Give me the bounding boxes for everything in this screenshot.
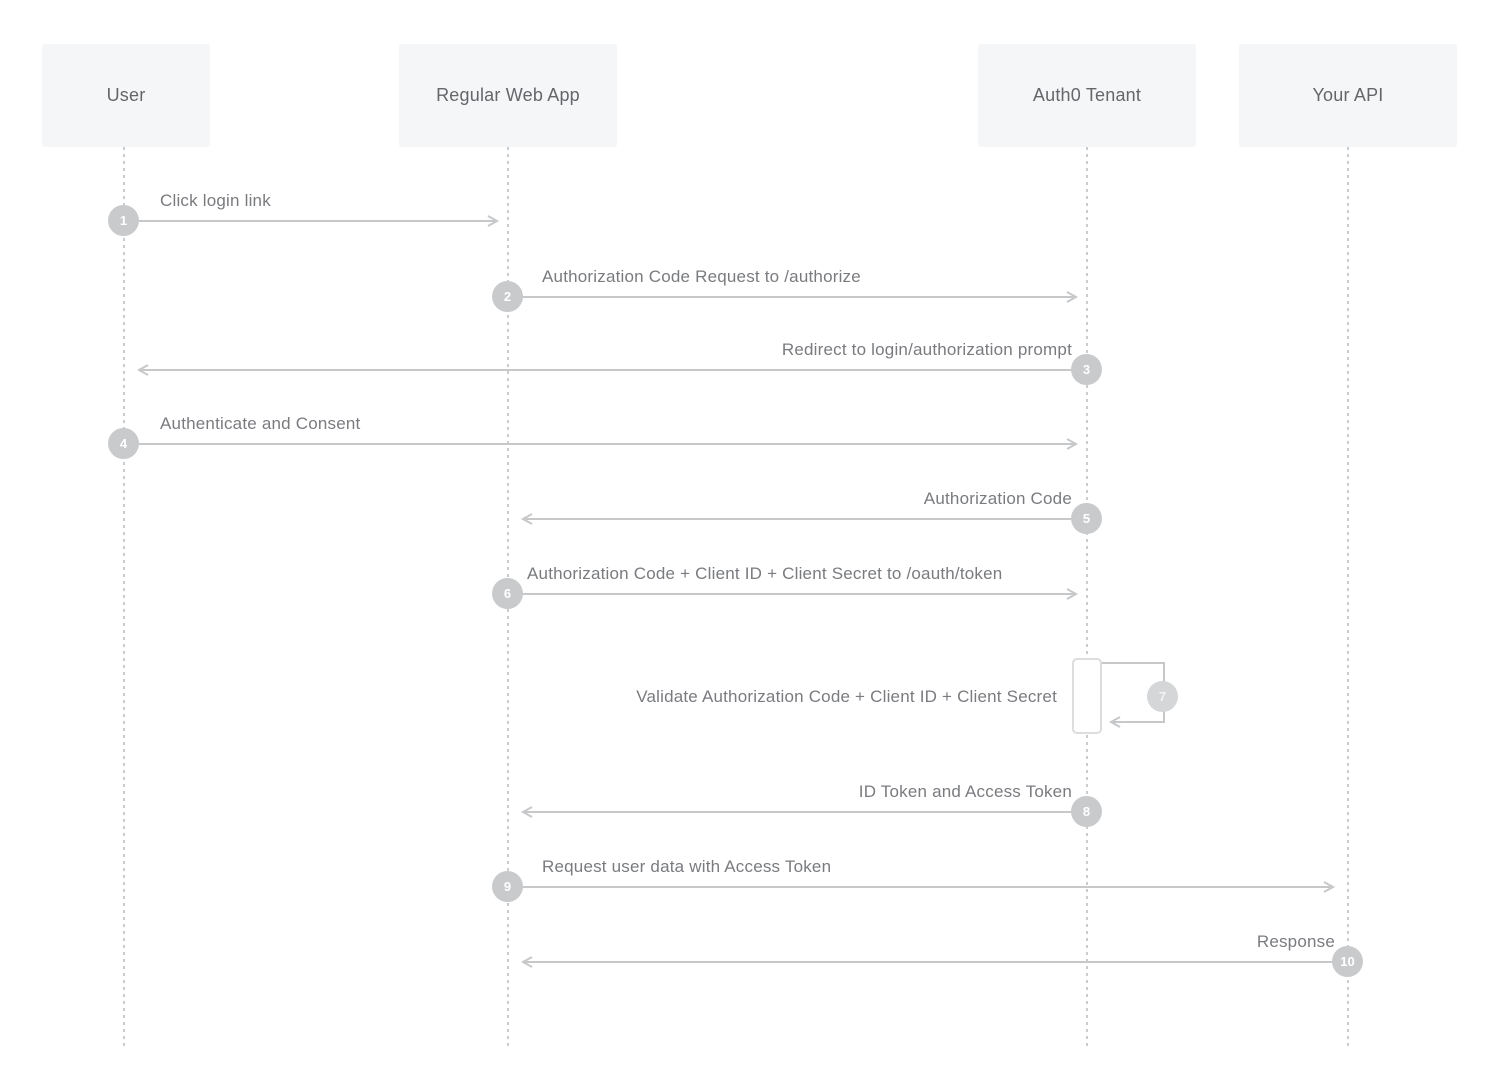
message-label-8: ID Token and Access Token bbox=[858, 782, 1072, 801]
lifeline-auth0-tenant bbox=[1086, 147, 1088, 1050]
step-badge-7: 7 bbox=[1147, 681, 1178, 712]
actor-label-your-api: Your API bbox=[1312, 85, 1384, 105]
actor-label-regular-web-app: Regular Web App bbox=[436, 85, 580, 105]
step-badge-1: 1 bbox=[108, 205, 139, 236]
message-label-10: Response bbox=[1256, 932, 1335, 951]
actor-box-auth0-tenant: Auth0 Tenant bbox=[978, 44, 1196, 147]
message-label-7: Validate Authorization Code + Client ID … bbox=[636, 687, 1057, 706]
step-badge-4: 4 bbox=[108, 428, 139, 459]
step-badge-6: 6 bbox=[492, 578, 523, 609]
actor-box-your-api: Your API bbox=[1239, 44, 1457, 147]
lifeline-user bbox=[123, 147, 125, 1050]
step-badge-3: 3 bbox=[1071, 354, 1102, 385]
message-label-4: Authenticate and Consent bbox=[160, 414, 361, 433]
actor-box-regular-web-app: Regular Web App bbox=[399, 44, 617, 147]
step-badge-5: 5 bbox=[1071, 503, 1102, 534]
message-label-9: Request user data with Access Token bbox=[542, 857, 832, 876]
message-label-6: Authorization Code + Client ID + Client … bbox=[527, 564, 1003, 583]
step-badge-2: 2 bbox=[492, 281, 523, 312]
lifeline-your-api bbox=[1347, 147, 1349, 1050]
step-badge-10: 10 bbox=[1332, 946, 1363, 977]
actor-box-user: User bbox=[42, 44, 210, 147]
message-label-1: Click login link bbox=[160, 191, 271, 210]
step-badge-8: 8 bbox=[1071, 796, 1102, 827]
activation-box-auth0-tenant bbox=[1072, 658, 1102, 734]
message-label-3: Redirect to login/authorization prompt bbox=[781, 340, 1072, 359]
actor-label-auth0-tenant: Auth0 Tenant bbox=[1032, 85, 1142, 105]
message-label-2: Authorization Code Request to /authorize bbox=[542, 267, 861, 286]
actor-label-user: User bbox=[106, 85, 146, 105]
step-badge-9: 9 bbox=[492, 871, 523, 902]
message-label-5: Authorization Code bbox=[923, 489, 1072, 508]
